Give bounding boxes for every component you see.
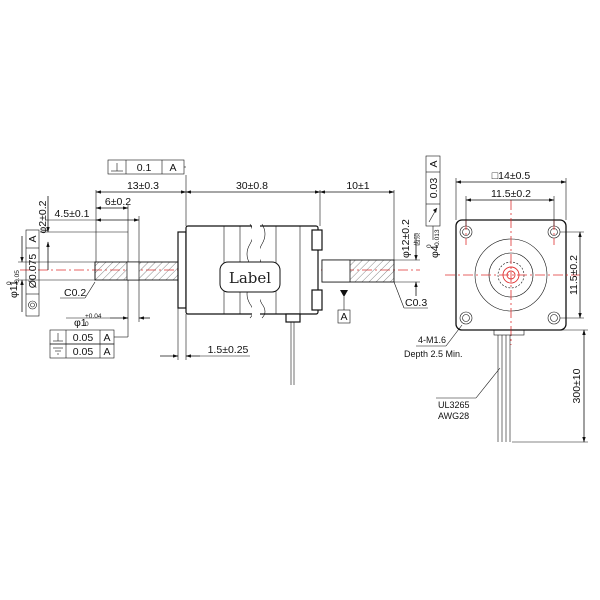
svg-text:0.05: 0.05 [73,346,94,358]
side-view: Label 13±0.3 30±0.8 10±1 6±0.2 4.5±0. [6,155,441,385]
svg-text:A: A [428,160,440,167]
dim-pitch-vertical: 11.5±0.2 [568,255,580,295]
svg-text:A: A [103,346,110,358]
coaxiality-icon [28,300,37,310]
front-view: □14±0.5 11.5±0.2 11.5±0.2 300±10 4-M1.6 … [404,170,588,443]
dim-dia-2: φ2±0.2 [37,200,49,233]
side-leads [290,322,295,385]
svg-text:φ12±0.2: φ12±0.2 [400,219,412,258]
svg-text:0: 0 [426,244,433,248]
svg-text:φ4: φ4 [429,245,441,258]
dim-30: 30±0.8 [236,180,268,192]
svg-text:A: A [103,332,110,344]
dim-square-14: □14±0.5 [492,170,531,182]
svg-text:0: 0 [85,321,89,328]
dim-dia-1: φ1 +0.04 0 [74,313,102,329]
thread-note: 4-M1.6 [418,335,446,345]
cable-awg: AWG28 [438,411,469,421]
svg-text:φ1: φ1 [74,317,87,329]
dim-6: 6±0.2 [105,196,131,208]
svg-text:A: A [169,162,176,174]
dim-13: 13±0.3 [127,180,159,192]
fcf-right-flatness: 0.03 A [425,155,441,240]
front-leads [493,329,525,442]
svg-text:-0.013: -0.013 [434,229,441,248]
svg-text:+0.04: +0.04 [85,313,102,320]
svg-text:-0.05: -0.05 [14,270,21,285]
svg-text:A: A [27,235,39,242]
svg-text:0.03: 0.03 [428,178,440,199]
left-shaft [94,261,179,281]
dim-pitch-horizontal: 11.5±0.2 [491,188,531,200]
fcf-top-perpendicularity: 0.1 A [107,159,186,175]
dim-lead-300: 300±10 [571,368,583,403]
fcf-bottom-coaxiality: 0.05 A [49,343,115,359]
svg-text:φ11: φ11 [8,280,20,298]
svg-text:A: A [340,311,347,323]
chamfer-right: C0.3 [405,297,427,309]
dim-dia-12: φ12±0.2 齿顶 [400,219,421,258]
dim-dia-4: φ4 0 -0.013 [426,229,441,258]
dim-1-5: 1.5±0.25 [208,344,249,356]
chamfer-left: C0.2 [64,287,86,299]
dim-4-5: 4.5±0.1 [55,208,90,220]
cable-type: UL3265 [438,400,470,410]
dim-10: 10±1 [346,180,369,192]
depth-note: Depth 2.5 Min. [404,349,463,359]
svg-text:0.05: 0.05 [73,332,94,344]
label-plate: Label [219,261,281,293]
datum-a-flag: A [337,290,351,324]
svg-text:0.1: 0.1 [137,162,152,174]
lead-screw [321,259,395,283]
dim-dia-11: φ11 0 -0.05 [6,270,21,298]
svg-text:Ø0.075: Ø0.075 [27,254,39,289]
svg-text:齿顶: 齿顶 [413,233,421,247]
fcf-bottom-perpendicularity: 0.05 A [49,322,129,345]
svg-text:0: 0 [6,281,13,285]
fcf-left-concentricity: Ø0.075 A [25,229,40,317]
label-text: Label [229,269,271,287]
